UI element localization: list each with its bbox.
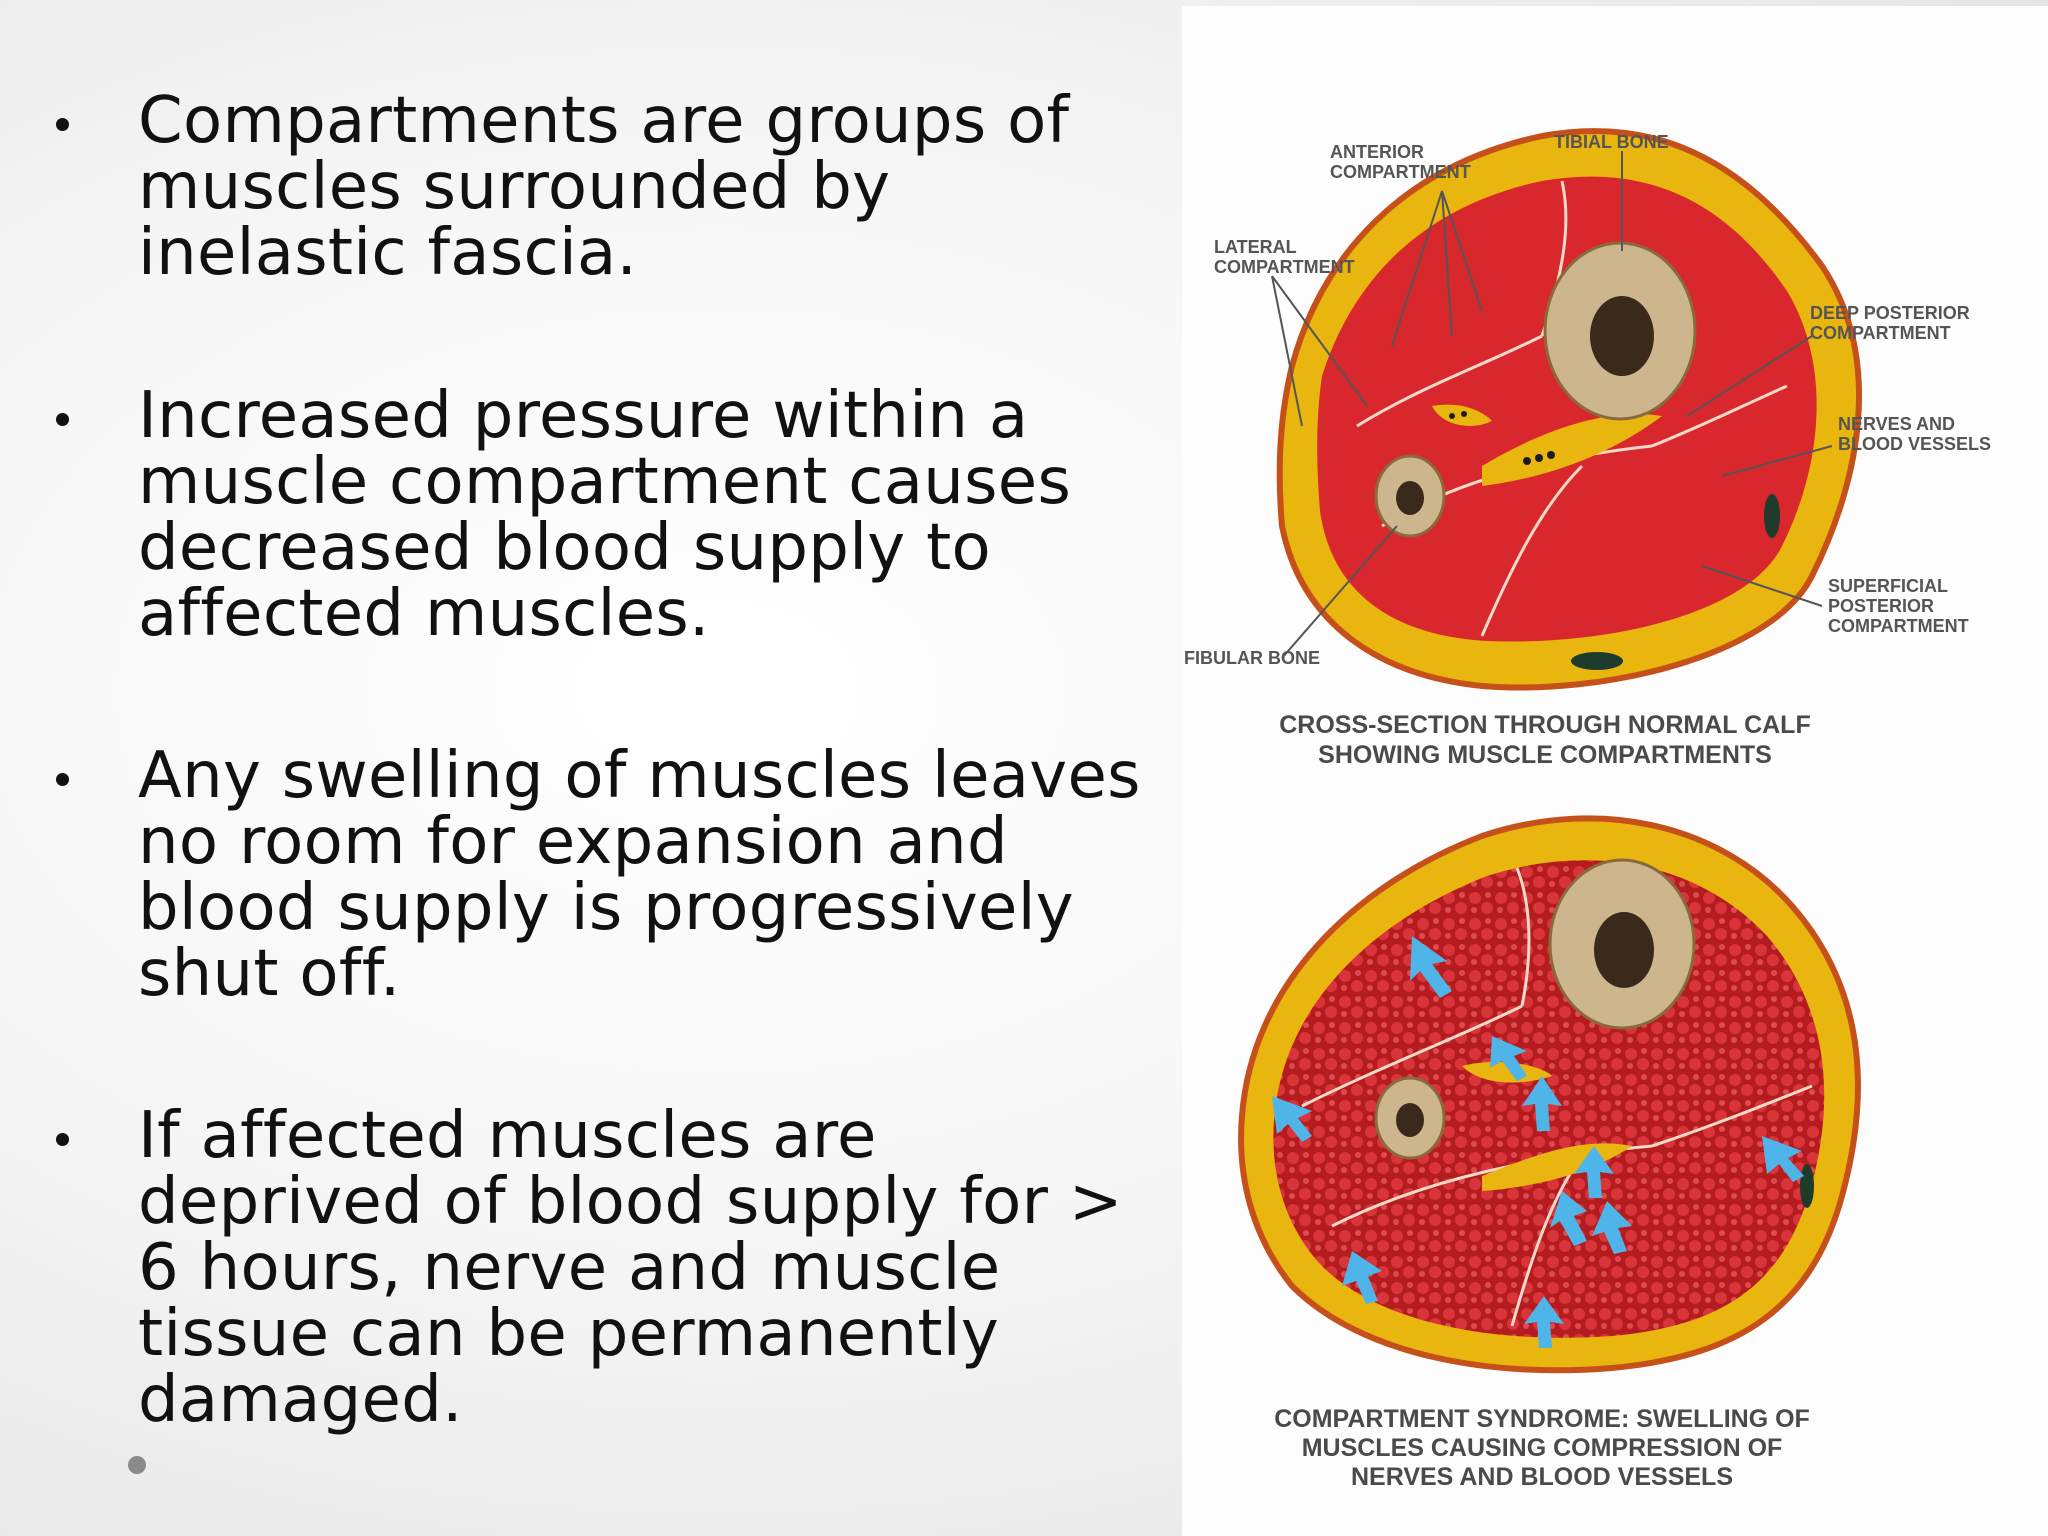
swelling-arrow-icon [1410, 936, 1452, 998]
normal-vessels [1449, 411, 1555, 465]
swelling-arrow-icon [1574, 1146, 1614, 1198]
syndrome-vessel-dark [1800, 1164, 1814, 1208]
label-deep-posterior-compartment: COMPARTMENT [1810, 323, 1951, 343]
label-superficial-posterior-compartment: SUPERFICIAL [1828, 576, 1948, 596]
swelling-arrow-icon [1522, 1076, 1562, 1131]
normal-vessel-dark [1571, 652, 1623, 670]
bullet-text: If affected muscles are deprived of bloo… [138, 1099, 1123, 1437]
label-nerves-blood-vessels: NERVES AND [1838, 414, 1955, 434]
normal-muscle-mass [1317, 176, 1817, 642]
caption-compartment-syndrome: NERVES AND BLOOD VESSELS [1351, 1463, 1733, 1491]
swelling-arrow-icon [1490, 1036, 1527, 1081]
bullet-text: Any swelling of muscles leaves no room f… [138, 739, 1141, 1011]
label-anterior-compartment: ANTERIOR [1330, 142, 1424, 162]
tibia-marrow-syndrome [1594, 912, 1654, 988]
swelling-arrow-icon [1550, 1191, 1587, 1246]
label-nerves-blood-vessels: BLOOD VESSELS [1838, 434, 1991, 454]
swelling-arrows [1272, 936, 1804, 1348]
normal-vessel-dark [1764, 494, 1780, 538]
normal-calf-diagram: ANTERIOR COMPARTMENT TIBIAL BONE LATERAL… [1184, 128, 1991, 769]
label-anterior-compartment: COMPARTMENT [1330, 162, 1471, 182]
swelling-arrow-icon [1762, 1136, 1804, 1182]
slide-indicator-dot [128, 1456, 146, 1474]
figure-svg: ANTERIOR COMPARTMENT TIBIAL BONE LATERAL… [1184, 128, 1991, 1491]
label-lateral-compartment: LATERAL [1214, 237, 1297, 257]
bullet-marker [56, 773, 69, 786]
caption-normal-calf: SHOWING MUSCLE COMPARTMENTS [1318, 741, 1772, 769]
swelling-arrow-icon [1524, 1296, 1564, 1348]
swelling-arrow-icon [1592, 1201, 1632, 1254]
label-tibial-bone: TIBIAL BONE [1554, 132, 1669, 152]
label-deep-posterior-compartment: DEEP POSTERIOR [1810, 303, 1970, 323]
bullet-marker [56, 118, 69, 131]
syndrome-vessel-fat [1462, 1061, 1552, 1083]
label-fibular-bone: FIBULAR BONE [1184, 648, 1320, 668]
bullet-text: Increased pressure within a muscle compa… [138, 379, 1072, 651]
compartment-syndrome-diagram: COMPARTMENT SYNDROME: SWELLING OF MUSCLE… [1238, 815, 1861, 1491]
fibula-marrow-syndrome [1396, 1103, 1424, 1137]
swelling-arrow-icon [1342, 1251, 1382, 1304]
normal-leader-lines [1271, 151, 1833, 659]
normal-neurovascular-bundle [1482, 414, 1662, 486]
caption-compartment-syndrome: COMPARTMENT SYNDROME: SWELLING OF [1274, 1405, 1810, 1433]
bullet-text: Compartments are groups of muscles surro… [138, 84, 1070, 290]
calf-cross-section-figure: ANTERIOR COMPARTMENT TIBIAL BONE LATERAL… [1182, 6, 2048, 1536]
label-superficial-posterior-compartment: POSTERIOR [1828, 596, 1934, 616]
bullet-marker [56, 413, 69, 426]
caption-normal-calf: CROSS-SECTION THROUGH NORMAL CALF [1279, 711, 1810, 739]
tibia-marrow-normal [1590, 296, 1654, 376]
bullet-marker [56, 1133, 69, 1146]
label-superficial-posterior-compartment: COMPARTMENT [1828, 616, 1969, 636]
fibula-marrow-normal [1396, 481, 1424, 515]
caption-compartment-syndrome: MUSCLES CAUSING COMPRESSION OF [1302, 1434, 1783, 1462]
label-lateral-compartment: COMPARTMENT [1214, 257, 1355, 277]
swelling-arrow-icon [1272, 1096, 1312, 1142]
